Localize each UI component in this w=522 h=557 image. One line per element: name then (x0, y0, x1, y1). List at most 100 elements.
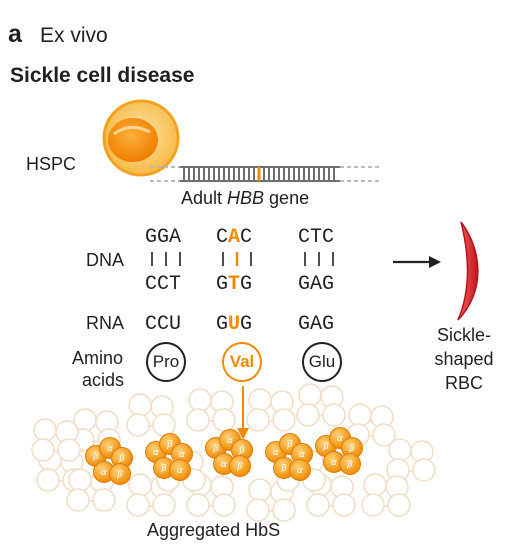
amino-label-line1: Amino (72, 348, 124, 368)
codon-part: G (240, 273, 253, 296)
hbs-subunit-bead (339, 453, 361, 475)
unpolymerized-hbs-blob (363, 473, 387, 497)
unpolymerized-hbs-blob (57, 438, 81, 462)
unpolymerized-hbs-blob (296, 403, 320, 427)
hbs-subunit-label: α (101, 468, 107, 478)
hbs-subunit-label: β (212, 444, 219, 454)
unpolymerized-hbs-blob (152, 413, 176, 437)
amino-acid-val: Val (222, 342, 262, 382)
hbs-subunit-bead (289, 459, 311, 481)
codon-part: GAG (298, 273, 335, 296)
codon-part: CTC (298, 226, 335, 249)
unpolymerized-hbs-blob (212, 408, 236, 432)
gene-label-prefix: Adult (181, 188, 228, 208)
dna-top-codon-1: GGA (145, 226, 181, 249)
rna-label: RNA (86, 313, 125, 333)
unpolymerized-hbs-blob (126, 413, 150, 437)
unpolymerized-hbs-blob (248, 478, 272, 502)
panel-letter: a (8, 20, 22, 48)
unpolymerized-hbs-blob (33, 418, 57, 442)
rna-codon-1: CCU (145, 313, 181, 336)
hbs-subunit-label: β (116, 470, 123, 480)
sickle-rbc-icon (457, 221, 479, 321)
mutated-base: T (228, 273, 241, 296)
dna-bottom-codon-3: GAG (298, 273, 334, 296)
hbs-subunit-label: β (118, 454, 125, 464)
hbs-subunit-bead (109, 463, 131, 485)
unpolymerized-hbs-blob (246, 408, 270, 432)
unpolymerized-hbs-blob (68, 468, 92, 492)
hbs-subunit-bead (169, 459, 191, 481)
hbs-subunit-bead (229, 455, 251, 477)
codon-part: CCU (145, 313, 182, 336)
unpolymerized-hbs-blob (332, 493, 356, 517)
hbs-subunit-label: β (348, 444, 355, 454)
mutated-base: U (228, 313, 241, 336)
rbc-label: Sickle- shaped RBC (420, 323, 508, 395)
codon-part: G (216, 313, 229, 336)
hbs-subunit-label: α (221, 460, 227, 470)
hbs-subunit-label: β (322, 442, 329, 452)
hbs-subunit-label: β (160, 464, 167, 474)
aggregated-hbs-label: Aggregated HbS (147, 520, 281, 540)
dna-top-codon-3: CTC (298, 226, 334, 249)
hbs-subunit-label: α (179, 450, 185, 460)
unpolymerized-hbs-blob (188, 388, 212, 412)
base-pair-ticks (151, 252, 334, 266)
hbs-subunit-label: α (107, 444, 113, 454)
gene-label-suffix: gene (264, 188, 310, 208)
hbs-subunit-label: β (280, 464, 287, 474)
codon-part: C (216, 226, 229, 249)
unpolymerized-hbs-blob (212, 493, 236, 517)
hbs-subunit-label: β (346, 460, 353, 470)
hbs-subunit-label: β (286, 440, 293, 450)
dna-top-codon-2: CAC (216, 226, 252, 249)
unpolymerized-hbs-blob (128, 473, 152, 497)
unpolymerized-hbs-blob (31, 438, 55, 462)
rna-codon-3: GAG (298, 313, 334, 336)
unpolymerized-hbs-blob (246, 498, 270, 522)
hspc-cell-icon (102, 99, 180, 177)
codon-part: G (216, 273, 229, 296)
codon-part: GAG (298, 313, 335, 336)
hbs-subunit-label: α (273, 448, 279, 458)
hspc-label: HSPC (26, 154, 77, 174)
unpolymerized-hbs-blob (298, 383, 322, 407)
codon-part: C (240, 226, 253, 249)
hbs-subunit-label: α (337, 434, 343, 444)
mutated-base: A (228, 226, 241, 249)
amino-acid-glu: Glu (302, 342, 342, 382)
amino-label-line2: acids (82, 370, 125, 390)
figure-title: Sickle cell disease (10, 64, 195, 87)
hbb-gene-ladder-icon (150, 166, 380, 182)
unpolymerized-hbs-blob (248, 388, 272, 412)
unpolymerized-hbs-blob (66, 488, 90, 512)
unpolymerized-hbs-blob (361, 493, 385, 517)
unpolymerized-hbs-blob (272, 408, 296, 432)
codon-part: G (240, 313, 253, 336)
hbs-subunit-label: α (297, 466, 303, 476)
rbc-label-line1: Sickle- (436, 325, 491, 345)
gene-label: Adult HBB gene (181, 188, 309, 209)
unpolymerized-hbs-blob (36, 468, 60, 492)
gene-name: HBB (227, 188, 265, 208)
unpolymerized-hbs-blob (322, 403, 346, 427)
dna-bottom-codon-2: GTG (216, 273, 252, 296)
dna-label: DNA (86, 250, 125, 270)
codon-part: CCT (145, 273, 182, 296)
unpolymerized-hbs-blob (186, 408, 210, 432)
unpolymerized-hbs-blob (387, 493, 411, 517)
hbs-subunit-label: α (177, 466, 183, 476)
hbs-subunit-label: β (236, 462, 243, 472)
unpolymerized-hbs-blob (348, 403, 372, 427)
hbs-subunit-label: α (227, 436, 233, 446)
unpolymerized-hbs-blob (92, 488, 116, 512)
unpolymerized-hbs-blob (152, 493, 176, 517)
codon-part: GGA (145, 226, 182, 249)
panel-label: Ex vivo (40, 24, 108, 47)
rna-codon-2: GUG (216, 313, 252, 336)
unpolymerized-hbs-blob (372, 423, 396, 447)
unpolymerized-hbs-blob (272, 498, 296, 522)
